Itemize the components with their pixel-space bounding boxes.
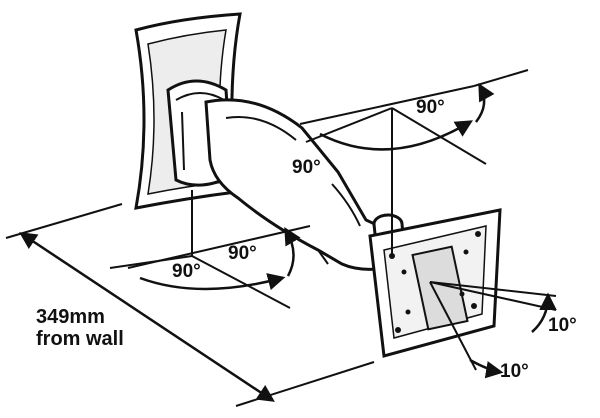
distance-label: 349mm from wall <box>36 306 124 350</box>
bottom-right-angle-label: 90° <box>228 243 257 264</box>
mount-arm <box>204 98 394 271</box>
tilt-upper-angle-label: 10° <box>548 315 577 336</box>
top-rotation-guides <box>299 69 529 258</box>
top-right-angle-label: 90° <box>416 97 445 118</box>
tilt-guides <box>429 281 557 379</box>
top-left-angle-label: 90° <box>292 157 321 178</box>
vesa-plate <box>368 208 502 358</box>
distance-caption: from wall <box>36 328 124 350</box>
bottom-left-angle-label: 90° <box>172 261 201 282</box>
distance-value: 349mm <box>36 306 105 328</box>
dimension-guides <box>5 203 375 407</box>
tilt-lower-angle-label: 10° <box>500 361 529 382</box>
